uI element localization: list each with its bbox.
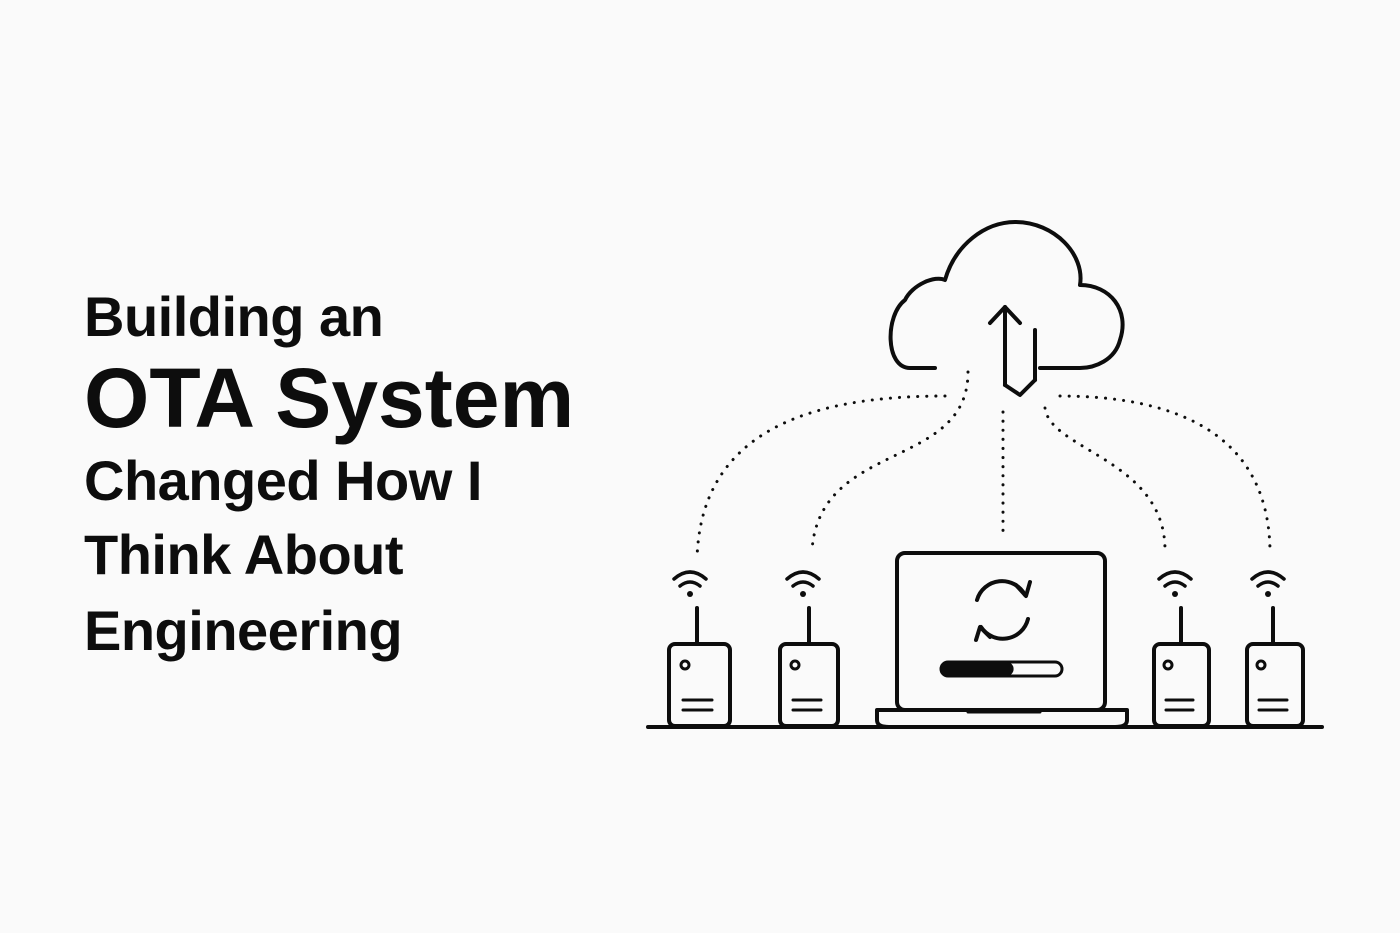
wifi-dot — [1172, 591, 1178, 597]
connection-line-device-4 — [1058, 394, 1272, 552]
wifi-signal-icon — [1250, 570, 1286, 588]
router-device-4 — [1245, 570, 1305, 728]
router-body — [667, 642, 732, 728]
cloud-icon — [888, 220, 1125, 370]
router-device-1 — [667, 570, 732, 728]
router-device-2 — [778, 570, 840, 728]
router-body — [1245, 642, 1305, 728]
headline-line-engineering: Engineering — [84, 599, 403, 662]
wifi-signal-icon — [785, 570, 821, 588]
laptop-screen — [895, 551, 1107, 712]
connection-line-device-3 — [1043, 406, 1167, 552]
laptop-icon — [875, 551, 1129, 729]
connection-line-device-1 — [695, 394, 947, 562]
router-body — [778, 642, 840, 728]
progress-bar — [939, 660, 1064, 678]
sync-icon — [974, 579, 1032, 642]
upload-download-arrows-icon — [988, 305, 1037, 397]
wifi-dot — [687, 591, 693, 597]
wifi-signal-icon — [1157, 570, 1193, 588]
wifi-dot — [800, 591, 806, 597]
wifi-signal-icon — [672, 570, 708, 588]
router-body — [1152, 642, 1211, 728]
connection-lines — [695, 370, 1272, 562]
headline-line-changed-how-i: Changed How I — [84, 449, 482, 512]
headline: Building an OTA System Changed How I Thi… — [84, 282, 574, 670]
wifi-dot — [1265, 591, 1271, 597]
progress-bar-fill — [941, 662, 1014, 676]
headline-line-ota-system: OTA System — [84, 351, 575, 445]
router-device-3 — [1152, 570, 1211, 728]
headline-line-building-an: Building an — [84, 285, 384, 348]
headline-line-think-about: Think About — [84, 523, 404, 586]
laptop-base — [875, 708, 1129, 729]
